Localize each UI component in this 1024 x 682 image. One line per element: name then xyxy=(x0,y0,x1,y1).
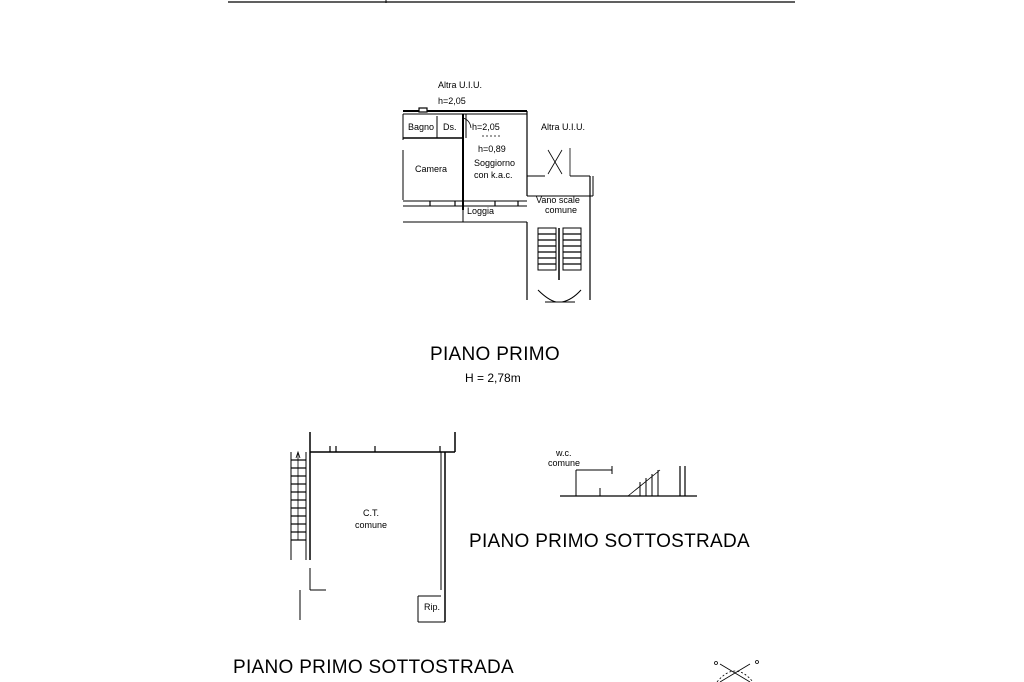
piano-primo-plan xyxy=(402,107,594,303)
label-height-top: h=2,05 xyxy=(438,96,466,106)
label-bagno: Bagno xyxy=(408,122,434,132)
wc-plan xyxy=(560,466,697,497)
label-wc: w.c. xyxy=(555,448,572,458)
label-wc-comune: comune xyxy=(548,458,580,468)
label-ds: Ds. xyxy=(443,122,457,132)
label-loggia: Loggia xyxy=(467,206,494,216)
compass-icon xyxy=(714,660,759,682)
label-altra-uiu-top: Altra U.I.U. xyxy=(438,80,482,90)
label-vano-scale-comune: comune xyxy=(545,205,577,215)
label-soggiorno: Soggiorno xyxy=(474,158,515,168)
label-soggiorno-kac: con k.a.c. xyxy=(474,170,513,180)
piano-primo-height: H = 2,78m xyxy=(465,371,521,385)
sottostrada-plan xyxy=(290,432,456,623)
label-ct-comune: comune xyxy=(355,520,387,530)
label-vano-scale: Vano scale xyxy=(536,195,580,205)
title-piano-primo: PIANO PRIMO xyxy=(430,344,560,365)
title-sottostrada-right: PIANO PRIMO SOTTOSTRADA xyxy=(469,531,750,552)
label-altra-uiu-right: Altra U.I.U. xyxy=(541,122,585,132)
label-camera: Camera xyxy=(415,164,447,174)
label-rip: Rip. xyxy=(424,602,440,612)
title-sottostrada-bottom: PIANO PRIMO SOTTOSTRADA xyxy=(233,657,514,678)
page-top-border xyxy=(228,0,795,3)
label-height-low: h=0,89 xyxy=(478,144,506,154)
label-height-mid: h=2,05 xyxy=(472,122,500,132)
label-ct: C.T. xyxy=(363,508,379,518)
